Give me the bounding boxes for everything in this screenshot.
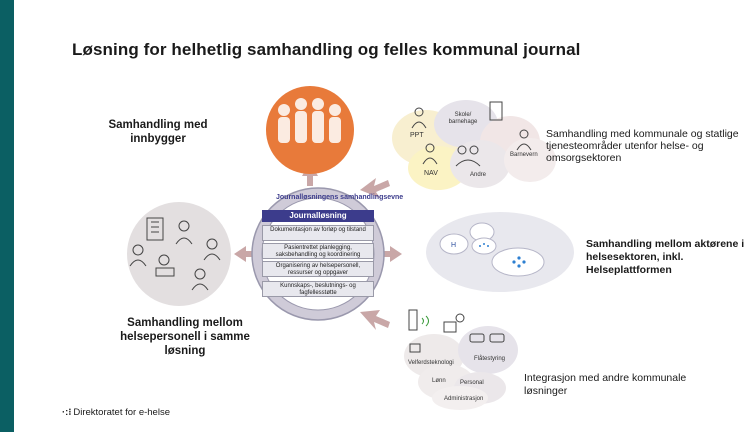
journal-box-planlegging: Pasientrettet planlegging, saksbehandlin… — [262, 243, 374, 259]
label-helsesektoren: Samhandling mellom aktørene i helsesekto… — [586, 238, 745, 276]
kommunale-bubbles — [392, 100, 556, 190]
slide: Løsning for helhetlig samhandling og fel… — [14, 0, 751, 432]
label-andre: Andre — [470, 172, 487, 178]
label-integrasjon: Integrasjon med andre kommunale løsninge… — [524, 372, 687, 397]
integrasjon-bubbles — [404, 326, 518, 410]
label-flate: Flåtestyring — [474, 356, 506, 362]
label-nav: NAV — [424, 170, 438, 177]
helsesektoren-platform: H — [426, 212, 574, 292]
label-helsepersonell: Samhandling mellom helsepersonell i samm… — [120, 317, 250, 357]
journal-box-kunnskap: Kunnskaps-, beslutnings- og fagfellesstø… — [262, 281, 374, 297]
label-velferd: Velferdsteknologi — [408, 360, 454, 366]
label-lonn: Lønn — [432, 378, 446, 384]
label-innbygger: Samhandling med innbygger — [108, 119, 208, 145]
journal-ring-text: Journalløsningens samhandlingsevne — [276, 194, 404, 201]
arrow-downright — [360, 310, 390, 330]
label-admin: Administrasjon — [444, 396, 484, 402]
label-skole: Skole/ barnehage — [448, 112, 478, 125]
svg-text:H: H — [451, 242, 456, 249]
page-title: Løsning for helhetlig samhandling og fel… — [72, 40, 581, 59]
innbygger-people-icon — [278, 98, 341, 143]
label-barnevern: Barnevern — [510, 152, 538, 158]
arrow-upright — [360, 178, 390, 198]
footer-org-name: Direktoratet for e-helse — [73, 407, 170, 418]
label-kommunale: Samhandling med kommunale og statlige tj… — [546, 128, 739, 164]
logo-dots-icon: ·:⁝ — [62, 407, 72, 418]
helsepersonell-bubble — [127, 202, 231, 306]
label-personal: Personal — [460, 380, 484, 386]
footer-logo: ·:⁝Direktoratet for e-helse — [62, 407, 170, 418]
journal-header: Journalløsning — [262, 210, 374, 222]
diagram-graphics: H — [127, 86, 574, 410]
journal-box-dokumentasjon: Dokumentasjon av forløp og tilstand — [262, 225, 374, 241]
label-ppt: PPT — [410, 132, 424, 139]
kommunale-icons — [411, 101, 532, 167]
journal-box-organisering: Organisering av helsepersonell, ressurse… — [262, 261, 374, 277]
helsepersonell-icons — [129, 217, 221, 291]
integrasjon-icons — [408, 309, 505, 353]
